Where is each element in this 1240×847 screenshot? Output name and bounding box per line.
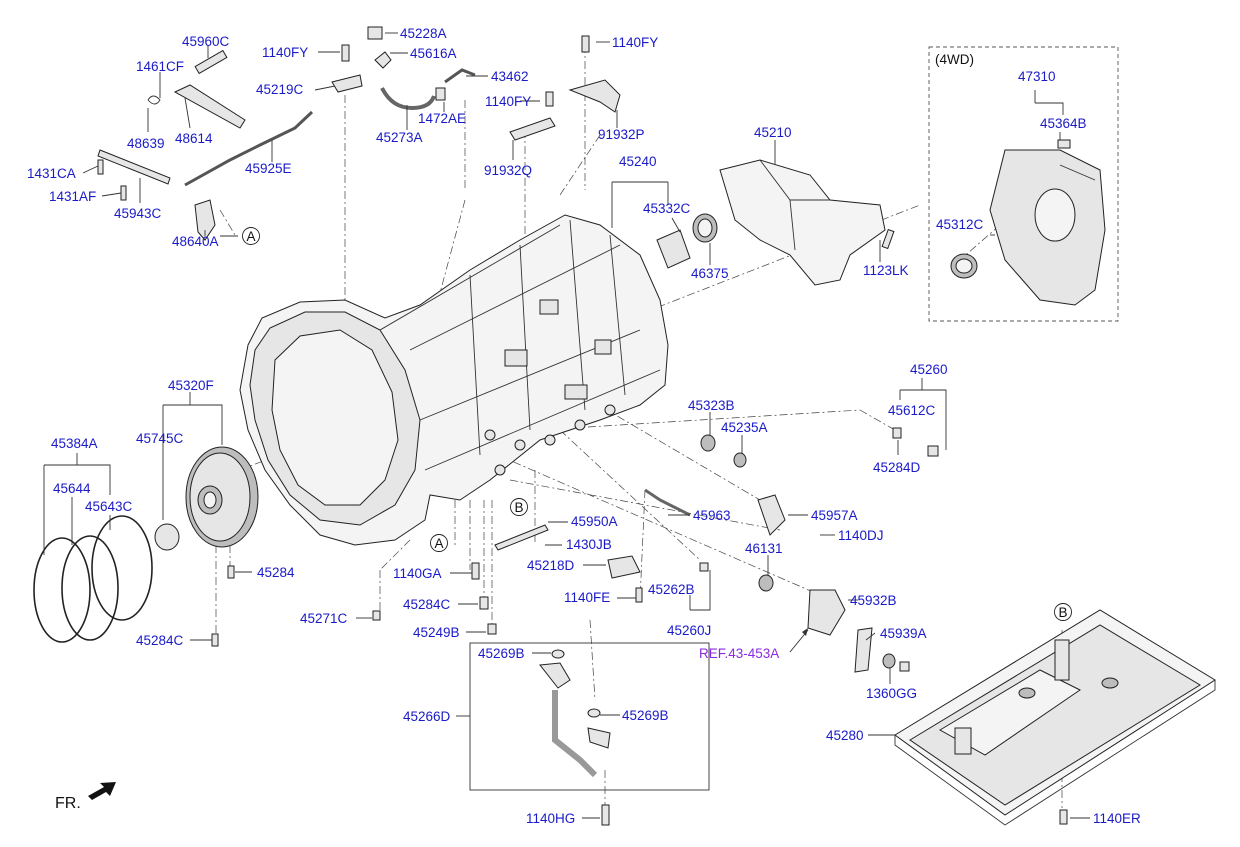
part-label-45240[interactable]: 45240 (619, 154, 657, 169)
part-label-45939A[interactable]: 45939A (880, 626, 927, 641)
lower-small-parts (372, 427, 1068, 825)
callout-b-case: B (510, 498, 528, 516)
part-label-1472AE[interactable]: 1472AE (418, 111, 466, 126)
transmission-case (239, 214, 669, 546)
part-label-45616A[interactable]: 45616A (410, 46, 457, 61)
part-label-48639[interactable]: 48639 (127, 136, 165, 151)
part-label-45273A[interactable]: 45273A (376, 130, 423, 145)
part-label-45219C[interactable]: 45219C (256, 82, 304, 97)
part-label-45266D[interactable]: 45266D (403, 709, 451, 724)
part-label-45364B[interactable]: 45364B (1040, 116, 1087, 131)
part-label-46375[interactable]: 46375 (691, 266, 729, 281)
part-label-47310[interactable]: 47310 (1018, 69, 1056, 84)
shift-linkage-parts (97, 26, 621, 241)
part-label-1461CF[interactable]: 1461CF (136, 59, 184, 74)
callout-b-pan-label: B (1058, 605, 1067, 620)
front-direction-label: FR. (55, 795, 81, 812)
part-label-46131[interactable]: 46131 (745, 541, 783, 556)
4wd-adapter-parts (950, 139, 1106, 306)
oil-pan (894, 609, 1216, 826)
rear-extension-parts (656, 159, 895, 286)
part-label-45644[interactable]: 45644 (53, 481, 91, 496)
front-arrow-icon (88, 782, 116, 800)
part-label-1431CA[interactable]: 1431CA (27, 166, 76, 181)
part-label-45210[interactable]: 45210 (754, 125, 792, 140)
part-label-45960C[interactable]: 45960C (182, 34, 230, 49)
part-label-45269B-lower[interactable]: 45269B (622, 708, 669, 723)
part-label-45950A[interactable]: 45950A (571, 514, 618, 529)
part-label-48640A[interactable]: 48640A (172, 234, 219, 249)
part-label-1140FY-left[interactable]: 1140FY (262, 45, 308, 60)
front-direction-indicator: FR. (55, 782, 116, 812)
part-label-45612C[interactable]: 45612C (888, 403, 936, 418)
part-label-45271C[interactable]: 45271C (300, 611, 348, 626)
callout-b-case-label: B (514, 500, 523, 515)
part-label-45249B[interactable]: 45249B (413, 625, 460, 640)
4wd-group-label: (4WD) (935, 52, 974, 67)
part-label-45332C[interactable]: 45332C (643, 201, 691, 216)
callout-a-lower: A (430, 534, 448, 552)
part-label-1140ER[interactable]: 1140ER (1093, 811, 1141, 826)
leader-lines (43, 32, 1090, 819)
part-label-45235A[interactable]: 45235A (721, 420, 768, 435)
part-label-1140FE[interactable]: 1140FE (564, 590, 610, 605)
part-label-45320F[interactable]: 45320F (168, 378, 214, 393)
part-label-45228A[interactable]: 45228A (400, 26, 447, 41)
oil-tube-group-box (469, 642, 710, 791)
4wd-group-box (928, 46, 1119, 322)
part-label-1360GG[interactable]: 1360GG (866, 686, 917, 701)
front-pump-parts (33, 446, 259, 647)
part-label-45943C[interactable]: 45943C (114, 206, 162, 221)
part-label-1140FY-top[interactable]: 1140FY (612, 35, 658, 50)
part-label-45280[interactable]: 45280 (826, 728, 864, 743)
part-label-1140GA[interactable]: 1140GA (393, 566, 442, 581)
part-label-45284C-mid[interactable]: 45284C (403, 597, 451, 612)
callout-a-lower-label: A (434, 536, 443, 551)
part-label-48614[interactable]: 48614 (175, 131, 213, 146)
part-label-45284D[interactable]: 45284D (873, 460, 921, 475)
part-label-45323B[interactable]: 45323B (688, 398, 735, 413)
part-label-45963[interactable]: 45963 (693, 508, 731, 523)
part-label-45269B-upper[interactable]: 45269B (478, 646, 525, 661)
oil-tube-parts (539, 649, 611, 826)
part-label-45260J[interactable]: 45260J (667, 623, 711, 638)
part-label-45932B[interactable]: 45932B (850, 593, 897, 608)
part-label-1431AF[interactable]: 1431AF (49, 189, 96, 204)
part-label-45284[interactable]: 45284 (257, 565, 295, 580)
part-label-1140FY-mid[interactable]: 1140FY (485, 94, 531, 109)
part-label-45218D[interactable]: 45218D (527, 558, 575, 573)
part-label-45384A[interactable]: 45384A (51, 436, 98, 451)
part-label-91932P[interactable]: 91932P (598, 127, 645, 142)
callout-a-upper-label: A (246, 229, 255, 244)
part-label-91932Q[interactable]: 91932Q (484, 163, 532, 178)
part-label-45957A[interactable]: 45957A (811, 508, 858, 523)
part-label-45284C-left[interactable]: 45284C (136, 633, 184, 648)
part-label-1430JB[interactable]: 1430JB (566, 537, 612, 552)
part-label-1123LK[interactable]: 1123LK (863, 263, 909, 278)
reference-label[interactable]: REF.43-453A (699, 646, 779, 661)
part-number-labels: 45960C 1461CF 48639 48614 1431CA 1431AF … (27, 26, 1141, 826)
part-label-1140HG[interactable]: 1140HG (526, 811, 575, 826)
part-label-45260[interactable]: 45260 (910, 362, 948, 377)
part-label-45643C[interactable]: 45643C (85, 499, 133, 514)
callout-b-pan: B (1054, 603, 1072, 621)
part-label-45745C[interactable]: 45745C (136, 431, 184, 446)
part-label-43462[interactable]: 43462 (491, 69, 529, 84)
part-label-45312C[interactable]: 45312C (936, 217, 984, 232)
callout-a-upper: A (242, 227, 260, 245)
part-label-45262B[interactable]: 45262B (648, 582, 695, 597)
part-label-45925E[interactable]: 45925E (245, 161, 292, 176)
part-label-1140DJ[interactable]: 1140DJ (838, 528, 884, 543)
